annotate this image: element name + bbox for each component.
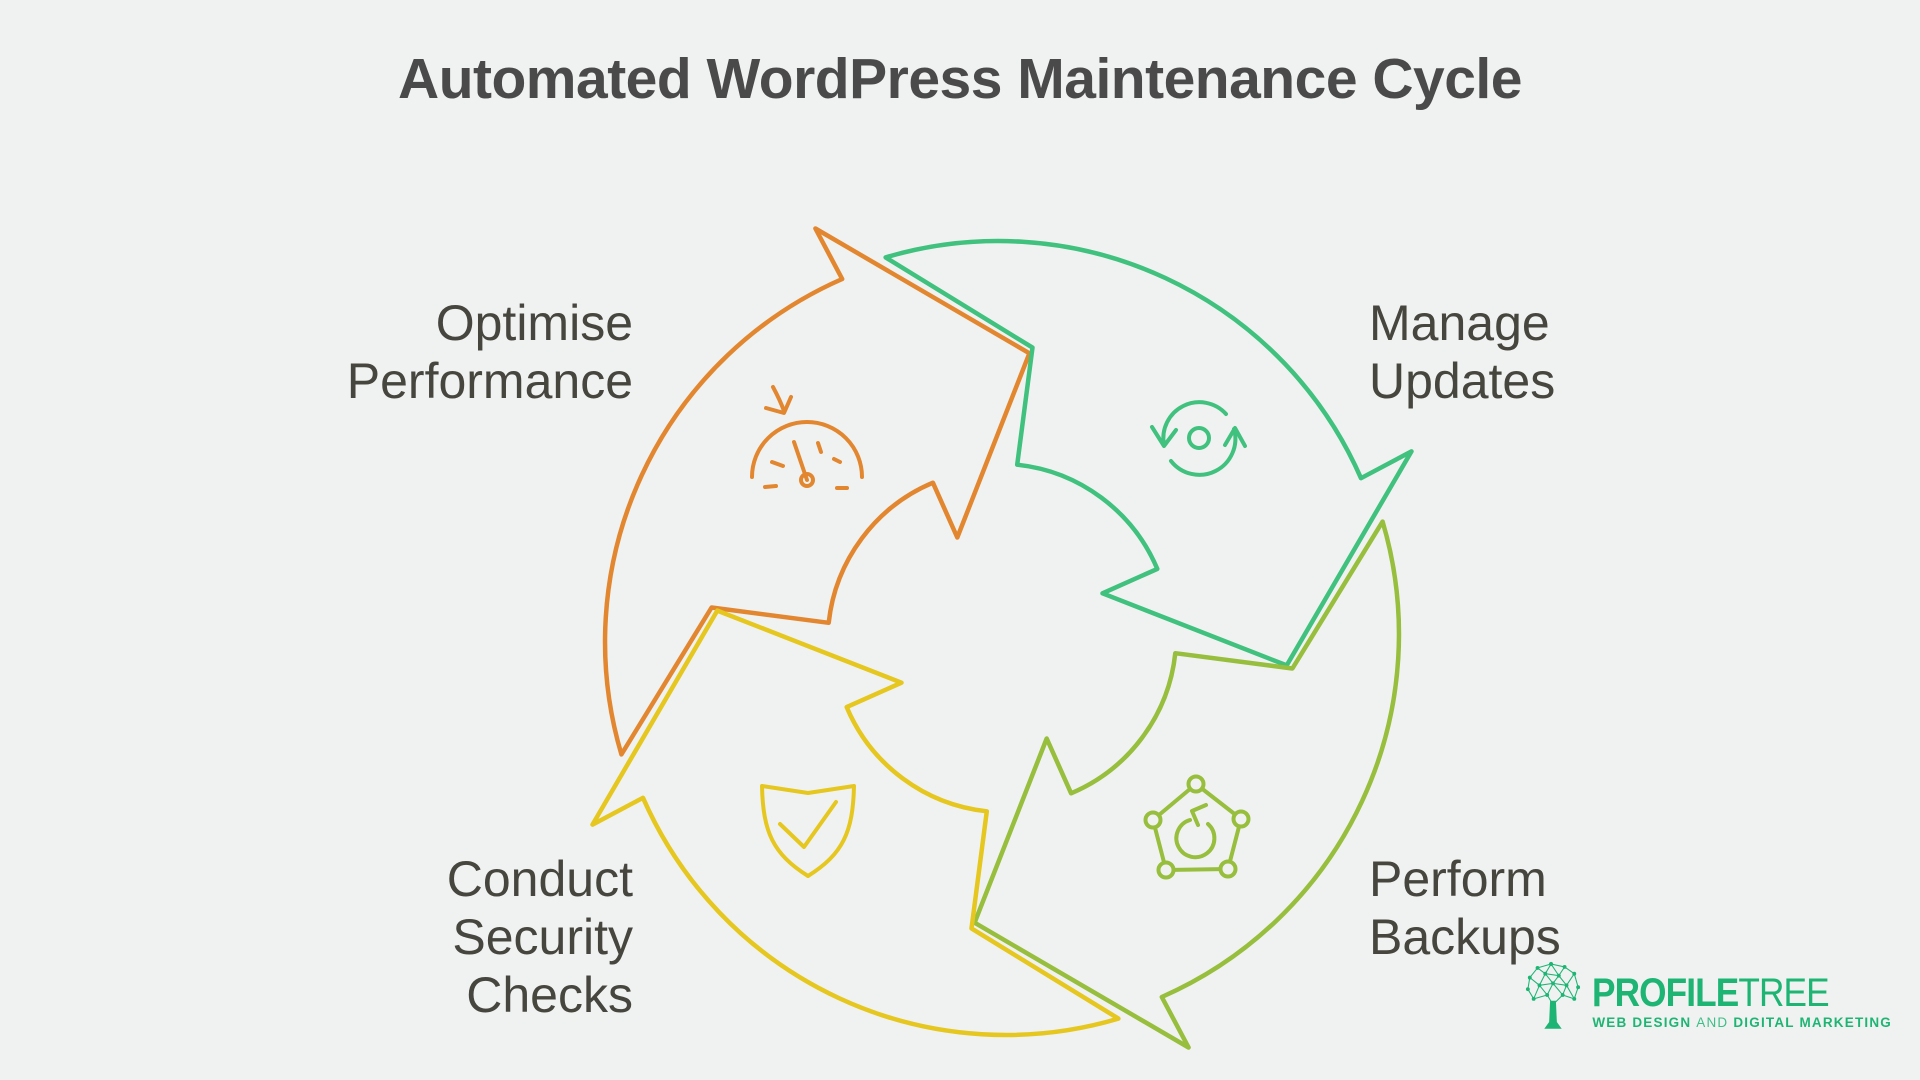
profiletree-wordmark: PROFILETREE: [1592, 971, 1830, 1015]
cycle-arrow-security-checks: [590, 608, 1121, 1038]
label-line: Perform: [1369, 851, 1547, 907]
label-conduct-security-checks: Conduct Security Checks: [447, 850, 633, 1024]
network-restore-icon: [1143, 774, 1251, 880]
label-manage-updates: Manage Updates: [1369, 294, 1555, 410]
label-line: Manage: [1369, 295, 1550, 351]
cycle-arrow-manage-updates: [883, 238, 1414, 668]
shield-check-icon: [760, 784, 856, 878]
label-line: Conduct: [446, 851, 633, 907]
speedometer-icon: [750, 385, 864, 490]
profiletree-logo-text: PROFILETREE WEB DESIGN AND DIGITAL MARKE…: [1592, 971, 1892, 1030]
page-title: Automated WordPress Maintenance Cycle: [398, 47, 1522, 111]
sync-arrows-icon: [1150, 400, 1247, 477]
label-line: Security: [452, 909, 633, 965]
cycle-arrow-perform-backups: [972, 519, 1402, 1050]
profiletree-tagline: WEB DESIGN AND DIGITAL MARKETING: [1592, 1015, 1892, 1030]
profiletree-logo-icon: [1526, 961, 1581, 1029]
label-line: Backups: [1369, 909, 1561, 965]
label-line: Optimise: [435, 295, 633, 351]
label-line: Updates: [1369, 353, 1556, 409]
label-optimise-performance: Optimise Performance: [347, 294, 633, 410]
label-line: Checks: [466, 967, 633, 1023]
cycle-arrow-optimise-performance: [602, 226, 1032, 757]
label-perform-backups: Perform Backups: [1369, 850, 1561, 966]
profiletree-logo: PROFILETREE WEB DESIGN AND DIGITAL MARKE…: [1524, 958, 1892, 1030]
label-line: Performance: [346, 353, 633, 409]
